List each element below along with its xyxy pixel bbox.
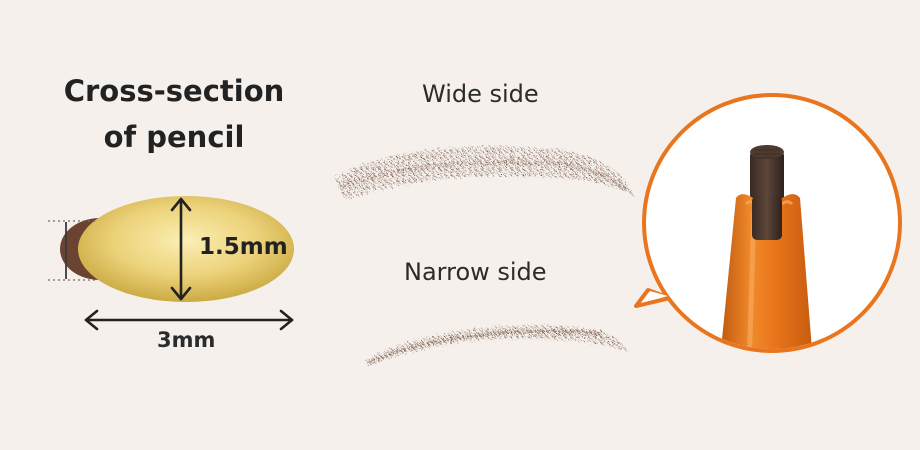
narrow-stroke [366, 325, 628, 366]
wide-side-label: Wide side [422, 80, 539, 108]
cross-section-shape [60, 196, 294, 302]
narrow-side-label: Narrow side [404, 258, 547, 286]
height-guide-lines [48, 220, 98, 281]
height-arrow [170, 197, 192, 301]
pencil-tip-callout [634, 93, 902, 353]
wide-stroke [335, 146, 634, 200]
title-line-2: of pencil [103, 120, 245, 154]
width-arrow [84, 309, 294, 331]
width-measurement-label: 3mm [157, 328, 216, 352]
title-line-1: Cross-section [63, 74, 285, 108]
height-measurement-label: 1.5mm [199, 234, 288, 260]
diagram-title: Cross-section of pencil [40, 68, 308, 160]
